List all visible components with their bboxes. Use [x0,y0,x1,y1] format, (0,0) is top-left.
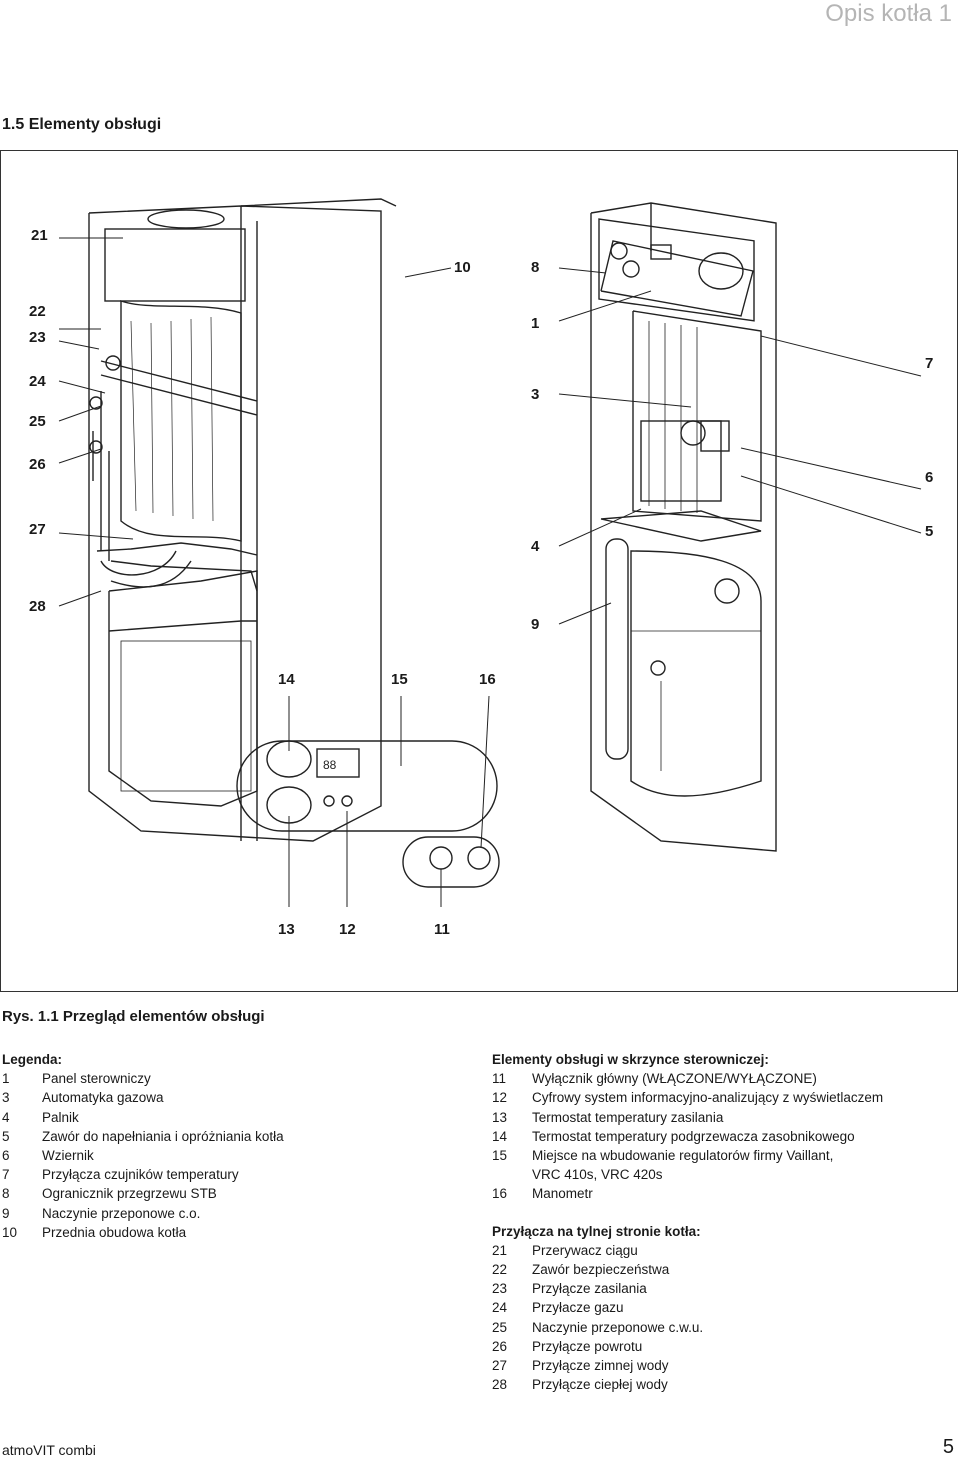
callout-5: 5 [925,523,934,540]
callout-27: 27 [29,521,46,538]
boiler-illustration: 88 [58,198,922,907]
legend-title: Legenda: [2,1052,63,1067]
callout-8: 8 [531,259,540,276]
controls-title: Elementy obsługi w skrzynce sterowniczej… [492,1052,769,1067]
control-panel-detail [236,740,500,888]
controls-legend: Elementy obsługi w skrzynce sterowniczej… [492,1050,954,1394]
section-title: 1.5 Elementy obsługi [2,116,162,133]
front-view-boiler [590,202,777,852]
callout-1: 1 [531,315,540,332]
callout-3: 3 [531,386,540,403]
figure-caption: Rys. 1.1 Przegląd elementów obsługi [2,1008,265,1025]
page-number: 5 [942,1436,954,1458]
callout-13: 13 [278,921,295,938]
footer-product: atmoVIT combi [2,1442,96,1458]
figure-frame: 88 21 22 23 24 25 26 27 28 10 8 1 3 4 9 … [0,150,958,992]
callout-14: 14 [278,671,295,688]
callout-21: 21 [31,227,48,244]
callout-25: 25 [29,413,46,430]
callout-24: 24 [29,373,46,390]
display-readout: 88 [323,758,337,772]
rear-title: Przyłącza na tylnej stronie kotła: [492,1223,701,1239]
callout-10: 10 [454,259,471,276]
page-header-title: Opis kotła 1 [825,0,952,27]
callout-28: 28 [29,598,46,615]
rear-view-boiler [88,198,397,842]
callout-16: 16 [479,671,496,688]
callout-11: 11 [434,921,450,938]
callout-22: 22 [29,303,46,320]
callout-9: 9 [531,616,540,633]
leader-lines [58,237,922,907]
callout-23: 23 [29,329,46,346]
list-item: VRC 410s, VRC 420s [532,1167,663,1183]
callout-6: 6 [925,469,934,486]
callout-26: 26 [29,456,46,473]
callout-12: 12 [339,921,356,938]
callout-15: 15 [391,671,408,688]
callout-4: 4 [531,538,540,555]
callout-7: 7 [925,355,934,372]
